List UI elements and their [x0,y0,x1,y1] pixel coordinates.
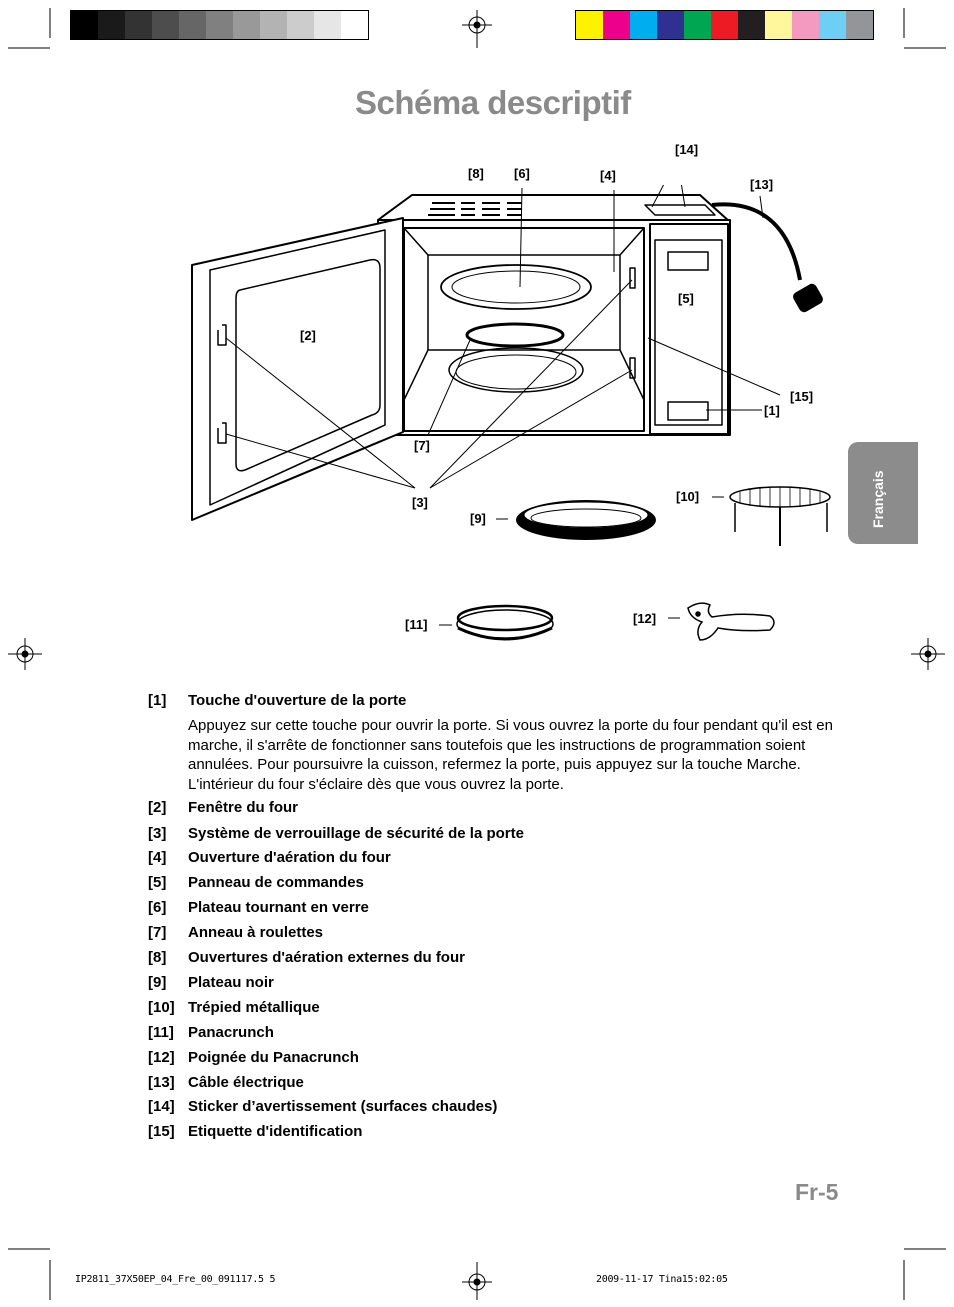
legend-item-number: [4] [148,849,167,866]
legend-item-number: [15] [148,1123,175,1140]
roller-ring [465,322,565,348]
grayscale-swatch [98,11,125,39]
color-swatch [630,11,657,39]
grayscale-swatch [314,11,341,39]
registration-mark-top [462,10,492,48]
display [667,251,709,271]
legend-item-label: Câble électrique [188,1074,304,1091]
power-plug [793,283,823,313]
legend-item-label: Trépied métallique [188,999,320,1016]
language-tab: Français [848,442,918,544]
callout-7: [7] [414,438,430,453]
legend-item-label: Poignée du Panacrunch [188,1049,359,1066]
color-swatch [792,11,819,39]
grayscale-swatch [71,11,98,39]
grayscale-swatch [206,11,233,39]
callout-12: [12] [633,611,657,626]
legend-item-number: [7] [148,924,167,941]
legend-item-label: Système de verrouillage de sécurité de l… [188,825,524,842]
callout-5: [5] [678,291,694,306]
legend-item-number: [9] [148,974,167,991]
legend-item-label: Plateau noir [188,974,274,991]
legend-item-number: [10] [148,999,175,1016]
footer-timestamp: 2009-11-17 Tina15:02:05 [596,1274,728,1285]
door-release-button [667,401,709,421]
legend-item-label: Panneau de commandes [188,874,364,891]
top-vents [428,202,522,216]
legend-item-label: Ouverture d'aération du four [188,849,391,866]
legend-item-label: Etiquette d'identification [188,1123,363,1140]
metal-rack [729,486,831,546]
legend-item-label: Fenêtre du four [188,799,299,816]
color-swatch [819,11,846,39]
door-window [235,258,381,472]
legend-item-number: [6] [148,899,167,916]
panacrunch-handle [687,602,775,641]
callout-15: [15] [790,389,814,404]
color-swatch [738,11,765,39]
item-1-description: Appuyez sur cette touche pour ouvrir la … [188,717,833,794]
legend-item-number: [12] [148,1049,175,1066]
callout-4: [4] [600,168,616,183]
callout-2: [2] [300,328,316,343]
legend-item-label: Sticker d’avertissement (surfaces chaude… [188,1098,498,1115]
callout-8: [8] [468,166,484,181]
callout-14: [14] [675,142,699,157]
color-swatch [603,11,630,39]
grayscale-swatch [179,11,206,39]
callout-6: [6] [514,166,530,181]
color-swatch [765,11,792,39]
color-calibration-bar [575,10,874,40]
black-tray [516,500,656,540]
grayscale-swatch [233,11,260,39]
color-swatch [657,11,684,39]
legend-item-label: Anneau à roulettes [188,924,324,941]
legend-item-number: [13] [148,1074,175,1091]
callout-10: [10] [676,489,700,504]
grayscale-swatch [260,11,287,39]
grayscale-swatch [341,11,368,39]
legend-item-number: [8] [148,949,167,966]
legend-item-number: [3] [148,825,167,842]
grayscale-swatch [287,11,314,39]
registration-mark-right [911,638,945,670]
glass-turntable [440,264,592,310]
legend-item-number: [2] [148,799,167,816]
grayscale-calibration-bar [70,10,369,40]
callout-13: [13] [750,177,774,192]
color-swatch [711,11,738,39]
legend-item-label: Touche d'ouverture de la porte [188,692,407,709]
callout-9: [9] [470,511,486,526]
legend-item-number: [11] [148,1024,174,1041]
legend-item-number: [14] [148,1098,175,1115]
panacrunch [456,604,554,641]
grayscale-swatch [125,11,152,39]
color-swatch [684,11,711,39]
callout-3: [3] [412,495,428,510]
control-panel [649,223,729,435]
color-swatch [846,11,873,39]
microwave-diagram [191,185,831,641]
callout-1: [1] [764,403,780,418]
legend-item-number: [5] [148,874,167,891]
power-cable [711,202,802,281]
legend-item-label: Ouvertures d'aération externes du four [188,949,465,966]
callout-11: [11] [405,617,428,632]
registration-mark-bottom [462,1262,492,1300]
oven-door [191,217,404,521]
legend-item-label: Plateau tournant en verre [188,899,369,916]
legend-item-number: [1] [148,692,167,709]
language-tab-label: Français [870,470,886,528]
registration-mark-left [8,638,42,670]
page-number: Fr-5 [795,1179,839,1205]
footer-file-info: IP2811_37X50EP_04_Fre_00_091117.5 5 [75,1274,276,1285]
color-swatch [576,11,603,39]
page-title: Schéma descriptif [355,84,631,121]
grayscale-swatch [152,11,179,39]
legend-item-label: Panacrunch [188,1024,274,1041]
